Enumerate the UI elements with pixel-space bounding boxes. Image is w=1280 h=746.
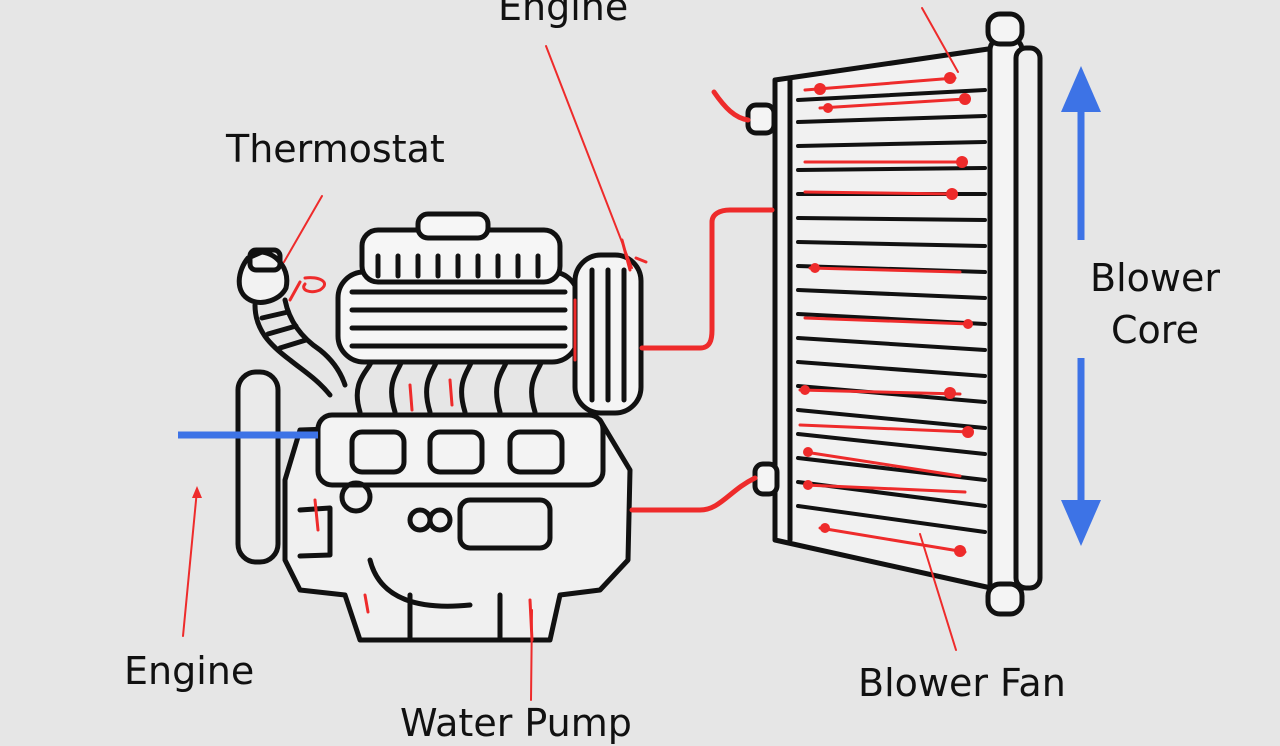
leader-lines	[182, 7, 959, 701]
label-engine-bottom: Engine	[124, 649, 255, 693]
arrowhead-down-icon	[1061, 500, 1101, 546]
label-blower-core-line2: Core	[1111, 308, 1199, 352]
leader-top-right	[921, 7, 959, 73]
label-blower-core: Blower Core	[1084, 252, 1226, 356]
hot-coolant-flow	[288, 72, 974, 642]
label-blower-core-line1: Blower	[1090, 256, 1220, 300]
label-engine-top: Engine	[498, 0, 629, 29]
radiator-core-drawing	[745, 11, 1043, 617]
leader-thermostat	[283, 195, 323, 263]
cooling-system-diagram	[178, 7, 1101, 701]
label-water-pump: Water Pump	[400, 701, 632, 745]
leader-water-pump	[530, 609, 533, 701]
leader-blower-fan	[919, 533, 957, 651]
engine-block-drawing	[235, 211, 644, 643]
arrowhead-up-icon	[1061, 66, 1101, 112]
leader-engine-bottom	[182, 489, 198, 637]
leader-engine-top	[545, 45, 633, 269]
label-thermostat: Thermostat	[226, 127, 445, 171]
airflow-arrows	[178, 98, 1085, 510]
label-blower-fan: Blower Fan	[858, 661, 1066, 705]
